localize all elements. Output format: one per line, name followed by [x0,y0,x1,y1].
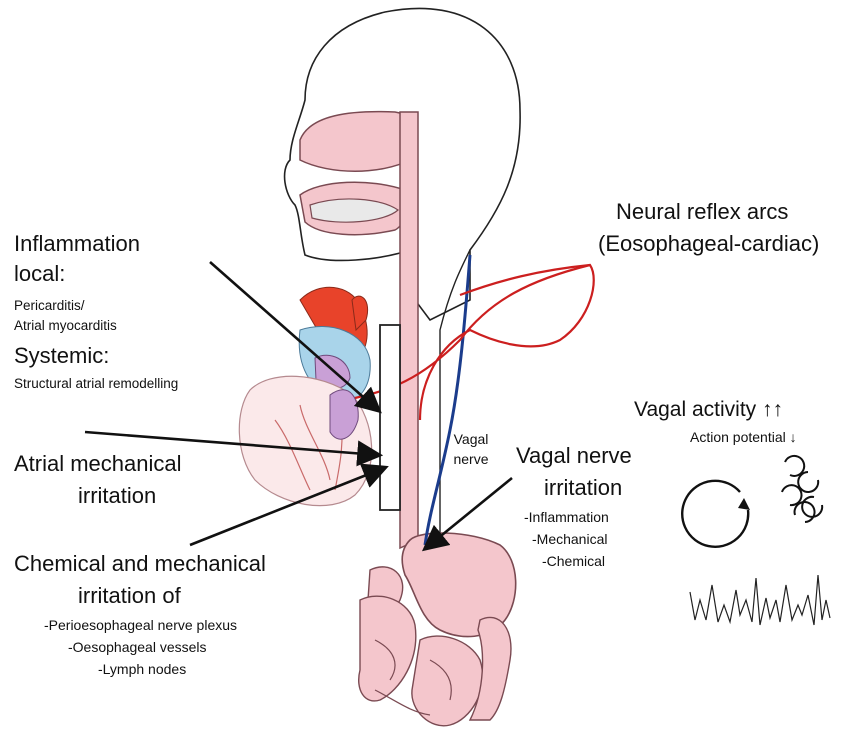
digestive-tract [359,533,516,726]
vagal-activity-label: Vagal activity ↑↑ [634,398,783,422]
vagal-irritation-label-line1: Vagal nerve [516,444,632,469]
chemical-item-lymph-nodes: -Lymph nodes [98,662,186,678]
chemical-item-vessels: -Oesophageal vessels [68,640,207,656]
vagal-item-chemical: -Chemical [542,554,605,570]
action-potential-text: Action potential [690,429,786,445]
multiple-circuits-icon [782,456,822,522]
barrier-bar [380,325,400,510]
systemic-label: Systemic: [14,344,109,369]
vagal-activity-text: Vagal activity [634,398,756,421]
chemical-mechanical-label-line1: Chemical and mechanical [14,552,266,577]
atrial-mechanical-label-line1: Atrial mechanical [14,452,182,477]
structural-remodelling-label: Structural atrial remodelling [14,376,178,391]
atrial-myocarditis-label: Atrial myocarditis [14,318,117,333]
vagal-item-mechanical: -Mechanical [532,532,607,548]
vagal-nerve-label-line1: Vagal [447,432,495,448]
vagal-nerve-label-line2: nerve [447,452,495,468]
action-potential-label: Action potential ↓ [690,430,797,446]
vagal-irritation-label-line2: irritation [544,476,622,501]
pericarditis-label: Pericarditis/ [14,298,85,313]
inflammation-title: Inflammation [14,232,140,257]
atrial-mechanical-label-line2: irritation [78,484,156,509]
neural-reflex-label-line1: Neural reflex arcs [616,200,788,225]
chemical-mechanical-label-line2: irritation of [78,584,181,609]
vagal-item-inflammation: -Inflammation [524,510,609,526]
single-circuit-icon [682,481,750,547]
oesophagus [400,112,418,548]
heart-illustration [239,287,371,505]
decrease-arrow-icon: ↓ [790,429,797,445]
chemical-item-nerve-plexus: -Perioesophageal nerve plexus [44,618,237,634]
ecg-trace-icon [690,575,830,625]
increase-arrows-icon: ↑↑ [762,398,783,421]
neural-reflex-label-line2: (Eosophageal-cardiac) [598,232,819,257]
local-label: local: [14,262,65,287]
